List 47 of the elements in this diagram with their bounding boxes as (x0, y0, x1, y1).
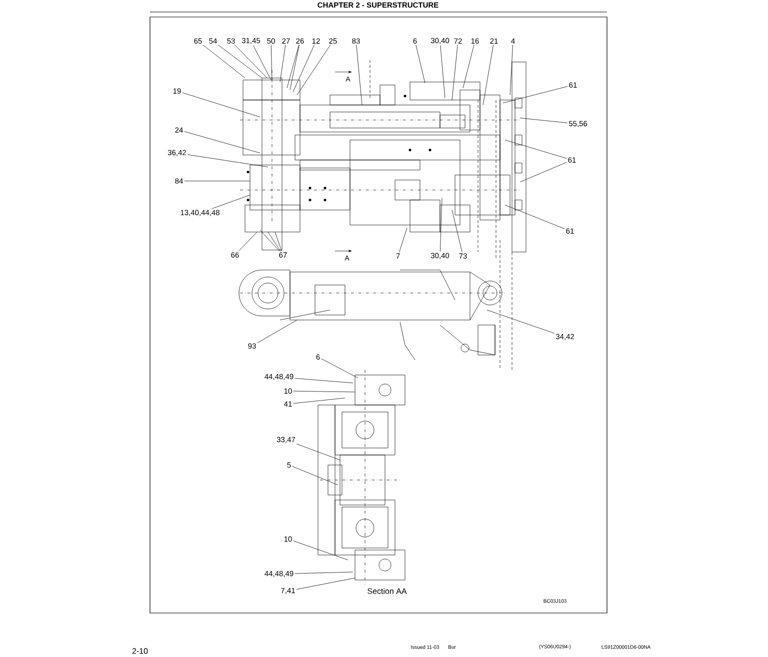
leader-line (440, 198, 442, 252)
leader-line (296, 578, 356, 590)
leader-line (218, 44, 262, 78)
leader-line (238, 232, 258, 252)
leader-line (510, 44, 513, 96)
leader-line (260, 230, 280, 252)
leader-line (184, 180, 250, 182)
leader-line (212, 194, 250, 209)
leader-line (452, 44, 458, 100)
leader-line (399, 228, 408, 252)
leader-line (520, 162, 567, 182)
leader-line (293, 390, 356, 392)
leader-line (257, 320, 298, 344)
leader-line (292, 466, 338, 486)
leader-line (182, 92, 260, 118)
leader-line (294, 572, 354, 574)
leader-line (184, 131, 260, 154)
leader-line (292, 44, 314, 92)
leader-line (296, 44, 331, 96)
leader-line (293, 540, 348, 560)
leader-line (294, 378, 354, 384)
leader-line (296, 444, 340, 460)
leader-line (268, 232, 281, 252)
page-number: 2-10 (131, 647, 149, 655)
leader-line (504, 140, 567, 159)
leader-line (504, 204, 565, 230)
leader-line (356, 44, 362, 106)
leader-line (253, 45, 272, 80)
leader-line (502, 86, 568, 104)
leader-line (293, 398, 346, 404)
leader-line (280, 44, 286, 82)
leader-line (202, 44, 246, 78)
leader-line (270, 44, 272, 82)
leader-line (187, 154, 268, 168)
leader-line (321, 358, 358, 378)
leader-line (482, 44, 494, 106)
leader-line (462, 44, 474, 88)
leader-line (486, 310, 555, 334)
leader-line (452, 210, 462, 252)
leader-line (440, 45, 446, 98)
leader-line (234, 44, 268, 78)
leader-line (416, 44, 426, 84)
leader-line (286, 44, 300, 88)
section-title: Section AA (366, 587, 408, 595)
leader-line (290, 44, 300, 90)
leader-line (274, 232, 282, 252)
leader-line (520, 118, 568, 124)
